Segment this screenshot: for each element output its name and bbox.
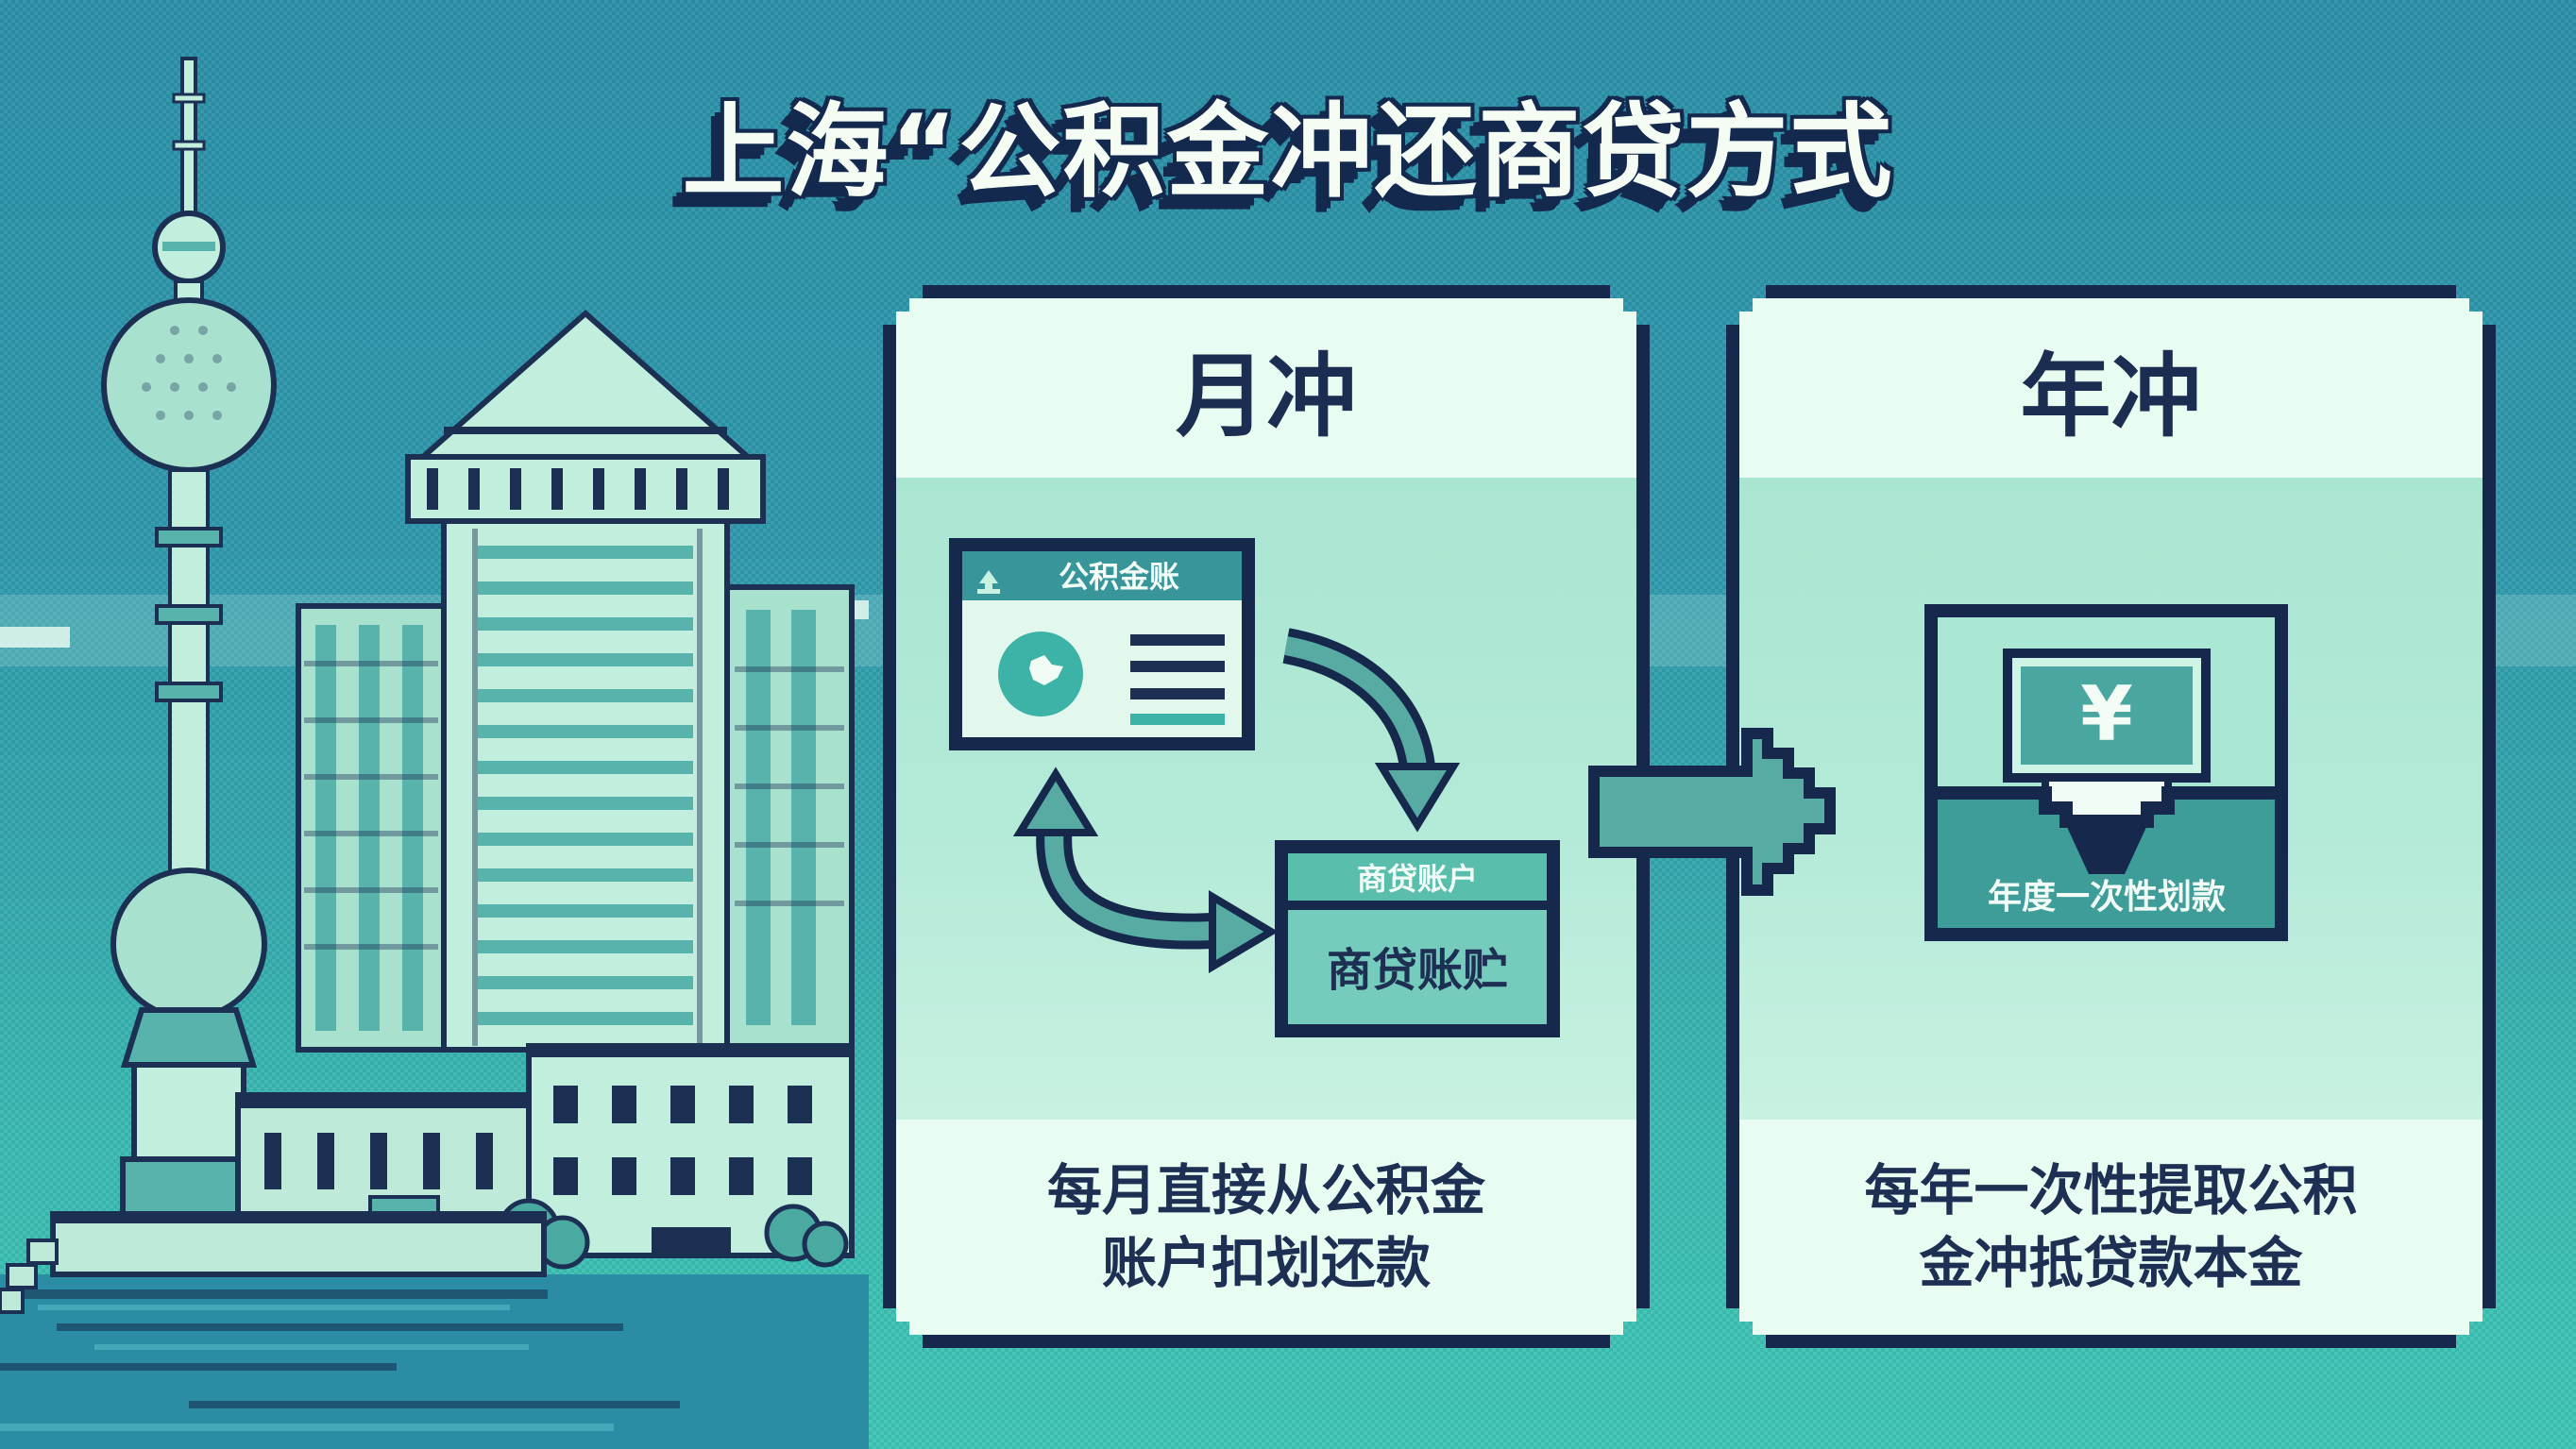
shanghai-skyline-illustration — [0, 57, 869, 1449]
panel-annual-header: 年冲 — [1739, 298, 2483, 478]
water — [0, 1274, 869, 1449]
annual-description-line2: 金冲抵贷款本金 — [1919, 1231, 2303, 1295]
panel-monthly-header: 月冲 — [896, 298, 1636, 478]
pearl-tower-icon — [101, 57, 277, 1219]
panel-monthly-diagram-area — [896, 478, 1636, 1120]
panel-annual-inner: 年冲 每年一次性提取公积 金冲抵贷款本金 — [1739, 298, 2483, 1335]
panel-monthly-description: 每月直接从公积金 账户扣划还款 — [896, 1120, 1636, 1335]
monthly-description-line1: 每月直接从公积金 — [1046, 1158, 1485, 1223]
annual-description-line1: 每年一次性提取公积 — [1864, 1158, 2358, 1223]
monthly-description-line2: 账户扣划还款 — [1101, 1231, 1431, 1295]
panel-monthly: 月冲 每月直接从公积金 账户扣划还款 — [883, 285, 1650, 1348]
page-title: 上海“公积金冲还商贷方式 — [682, 93, 1894, 211]
panel-annual-description: 每年一次性提取公积 金冲抵贷款本金 — [1739, 1120, 2483, 1335]
panel-annual-diagram-area — [1739, 478, 2483, 1120]
panel-monthly-inner: 月冲 每月直接从公积金 账户扣划还款 — [896, 298, 1636, 1335]
pier-icon — [0, 1211, 547, 1314]
panel-annual: 年冲 每年一次性提取公积 金冲抵贷款本金 — [1726, 285, 2496, 1348]
skyscraper-icon — [296, 309, 855, 1053]
